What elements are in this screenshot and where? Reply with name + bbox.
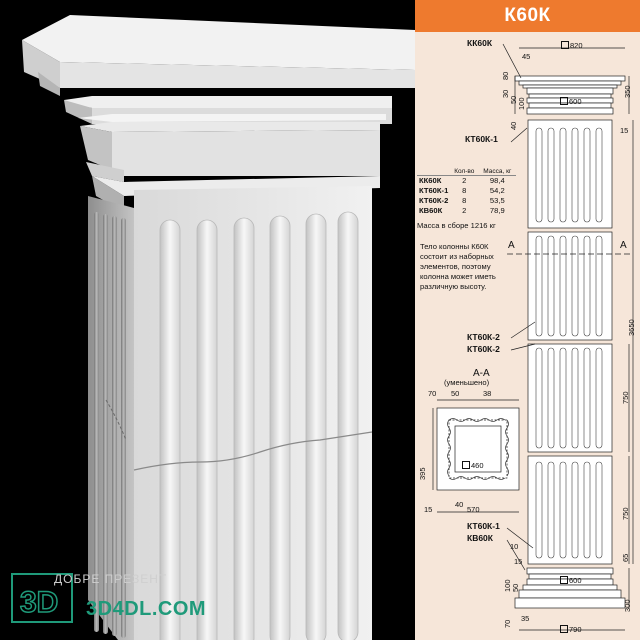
dim-790: 790: [560, 625, 582, 634]
section-marker-left: А: [508, 240, 515, 251]
section-marker-right: А: [620, 240, 627, 251]
dim-600-top: 600: [560, 97, 582, 106]
dim-15-sect: 15: [424, 505, 433, 514]
pilaster-render: [22, 15, 415, 640]
logo-3d-icon: 3D: [11, 573, 73, 623]
dim-570: 570: [467, 505, 480, 514]
parts-table: Кол-во Масса, кг КК60К 2 98,4 КТ60К-1 8 …: [417, 168, 517, 216]
label-shaft-1: КТ60К-1: [465, 134, 498, 144]
watermark-logo: 3D ДОБРЕ ПРЕЗЕНТ 3D4DL.COM: [8, 568, 248, 628]
dim-100-top: 100: [517, 97, 526, 110]
dim-15-top: 15: [620, 126, 629, 135]
table-header-qty: Кол-во: [454, 168, 475, 175]
label-shaft-1-bottom: КТ60К-1: [467, 521, 500, 531]
table-header-mass: Масса, кг: [483, 168, 512, 175]
dim-70-bot: 70: [503, 619, 512, 628]
label-shaft-2a: КТ60К-2: [467, 332, 500, 342]
sheet-title: К60К: [415, 0, 640, 32]
svg-text:3D: 3D: [20, 586, 58, 619]
dim-40-top: 40: [509, 121, 518, 130]
square-icon: [560, 576, 568, 584]
dim-10: 10: [510, 542, 519, 551]
dim-750-b: 750: [621, 507, 630, 520]
dim-3650: 3650: [627, 319, 636, 336]
section-subtitle: (уменьшено): [444, 378, 490, 387]
watermark-site: 3D4DL.COM: [86, 598, 207, 620]
label-base: КВ60К: [467, 533, 493, 543]
label-shaft-2b: КТ60К-2: [467, 344, 500, 354]
square-icon: [560, 97, 568, 105]
watermark-subtitle: ДОБРЕ ПРЕЗЕНТ: [54, 572, 168, 586]
shaft-front: [105, 186, 373, 640]
dim-40-sect: 40: [455, 500, 464, 509]
assembly-note: Тело колонны К60К состоит из наборных эл…: [420, 242, 496, 291]
dim-15-bot: 15: [514, 557, 523, 566]
dim-350: 350: [623, 85, 632, 98]
dim-70: 70: [428, 389, 437, 398]
tech-sheet: К60К: [415, 0, 640, 640]
table-row: КТ60К-2 8 53,5: [419, 196, 505, 205]
table-row: КТ60К-1 8 54,2: [419, 186, 505, 195]
capital: [22, 15, 415, 212]
table-row: КК60К 2 98,4: [417, 175, 517, 186]
square-icon: [560, 625, 568, 633]
square-icon: [561, 41, 569, 49]
dim-50-sect: 50: [451, 389, 460, 398]
dim-80: 80: [501, 71, 510, 80]
dim-300: 300: [623, 599, 632, 612]
dim-820: 820: [561, 41, 583, 50]
dim-45: 45: [522, 52, 531, 61]
dim-460: 460: [462, 461, 484, 470]
dim-50-bot: 50: [511, 583, 520, 592]
dim-750-a: 750: [621, 391, 630, 404]
square-icon: [462, 461, 470, 469]
dim-600-bot: 600: [560, 576, 582, 585]
shaft-side: [88, 196, 134, 640]
dim-38: 38: [483, 389, 492, 398]
section-title: А-А: [473, 368, 490, 379]
assembly-mass: Масса в сборе 1216 кг: [417, 221, 496, 230]
dim-65: 65: [621, 553, 630, 562]
dim-35: 35: [521, 614, 530, 623]
label-top-cap: КК60К: [467, 38, 493, 48]
dim-395: 395: [418, 467, 427, 480]
elevation-drawing: [432, 43, 634, 631]
table-row: КВ60К 2 78,9: [419, 206, 505, 215]
